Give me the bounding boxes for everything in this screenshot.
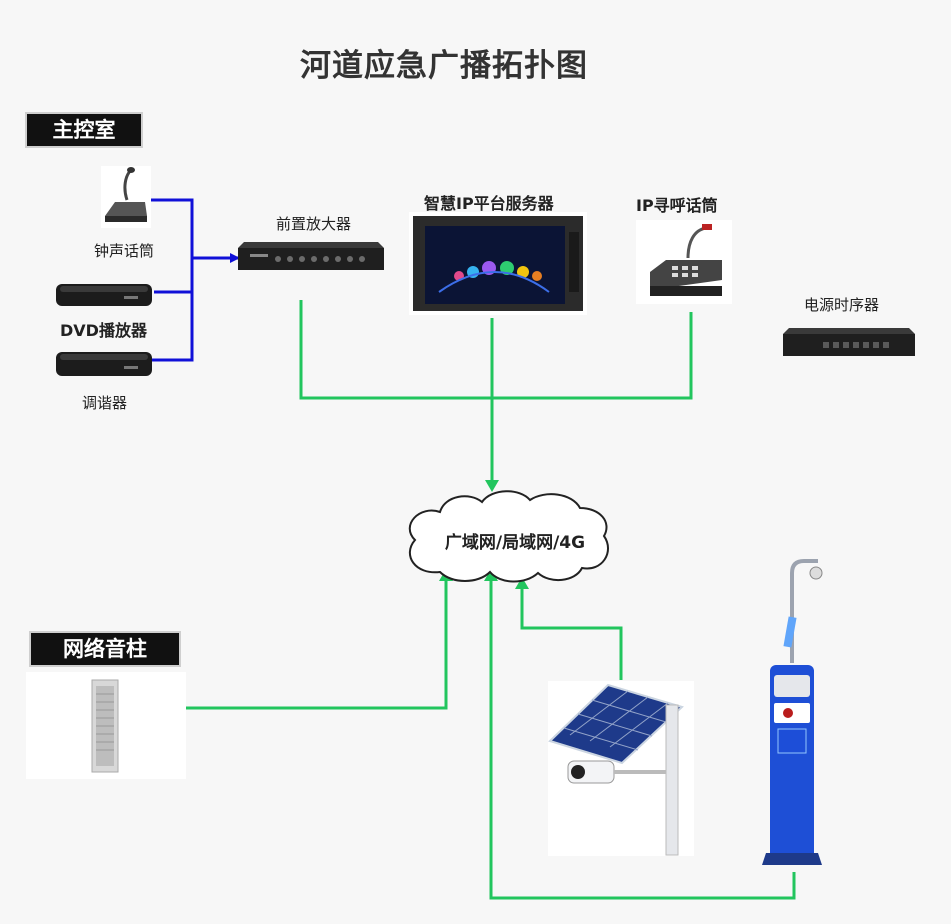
- paging-console-icon: [650, 224, 722, 296]
- blue-audio-links: [151, 198, 240, 362]
- tuner-device: [54, 346, 154, 380]
- power-sequencer-device: [783, 324, 915, 360]
- column-speaker-icon: [91, 679, 119, 773]
- cloud-label: 广域网/局域网/4G: [444, 533, 586, 553]
- rack-amplifier-icon: [238, 242, 384, 270]
- label-ip-paging-mic: IP寻呼话筒: [636, 196, 718, 215]
- dvd-player-icon: [56, 284, 152, 306]
- label-tuner: 调谐器: [82, 394, 128, 412]
- gooseneck-mic-icon: [105, 167, 147, 222]
- ip-paging-mic-device: [636, 220, 732, 304]
- label-smart-ip-server: 智慧IP平台服务器: [424, 194, 554, 213]
- network-column-speaker-device: [26, 672, 186, 779]
- tuner-icon: [56, 352, 152, 376]
- section-tag-control-room: 主控室: [25, 112, 143, 148]
- dvd-player-device: [54, 276, 154, 310]
- emergency-pillar-icon: [762, 559, 823, 865]
- rack-sequencer-icon: [783, 328, 915, 356]
- solar-camera-device: [548, 681, 694, 856]
- page-title: 河道应急广播拓扑图: [300, 48, 588, 84]
- label-bell-mic: 钟声话筒: [94, 242, 155, 260]
- bell-mic-device: [101, 166, 151, 228]
- emergency-call-pillar-device: [762, 553, 824, 871]
- solar-camera-icon: [548, 683, 684, 856]
- label-pre-amplifier: 前置放大器: [276, 215, 352, 233]
- pre-amplifier-device: [238, 238, 384, 274]
- network-cloud: [408, 490, 610, 583]
- label-dvd-player: DVD播放器: [60, 321, 147, 340]
- green-network-links: [186, 300, 796, 900]
- smart-ip-server-device: [409, 212, 587, 315]
- section-tag-network-column: 网络音柱: [29, 631, 181, 667]
- server-screen-icon: [413, 216, 583, 311]
- label-power-sequencer: 电源时序器: [804, 296, 880, 314]
